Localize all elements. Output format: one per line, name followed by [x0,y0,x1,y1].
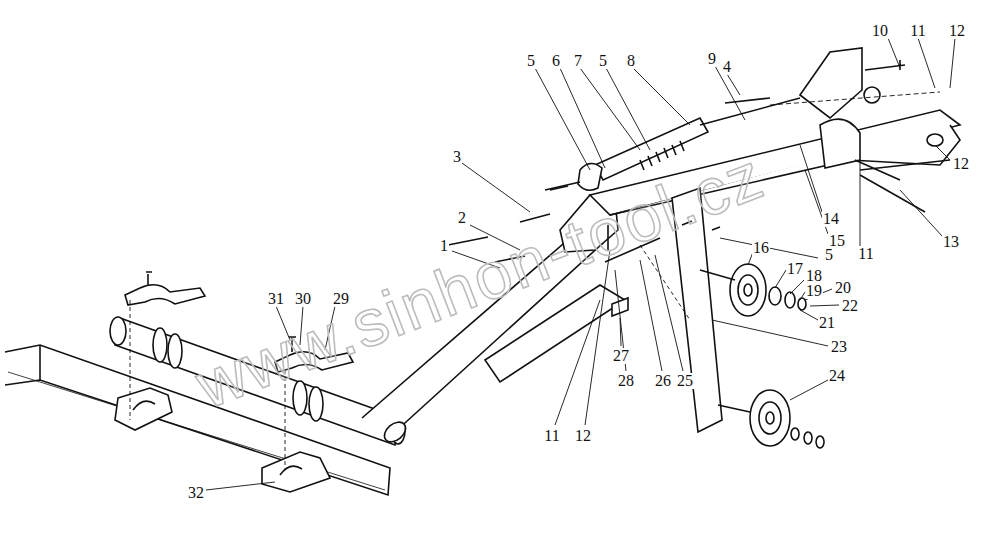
callout-number: 3 [452,149,462,165]
callout-number: 21 [818,315,836,331]
callout-number: 19 [805,283,823,299]
callout-number: 20 [834,280,852,296]
callout-number: 11 [857,246,874,262]
callout-number: 17 [786,261,804,277]
callout-number: 27 [612,348,630,364]
callout-number: 9 [707,51,717,67]
callout-number: 1 [439,238,449,254]
callout-number: 4 [722,59,732,75]
callout-number: 6 [551,53,561,69]
callout-number: 14 [822,211,840,227]
callout-number: 11 [909,23,926,39]
callout-number: 10 [871,23,889,39]
callout-number: 22 [841,298,859,314]
callout-number: 26 [654,373,672,389]
callout-number: 28 [617,373,635,389]
callout-number: 5 [526,53,536,69]
callout-number: 24 [828,368,846,384]
callout-number: 16 [752,240,770,256]
callout-number: 25 [676,373,694,389]
callout-number: 11 [543,428,560,444]
callout-number: 12 [952,156,970,172]
callout-number: 23 [830,339,848,355]
callout-number: 7 [573,53,583,69]
callout-number: 12 [574,428,592,444]
callout-number: 32 [187,485,205,501]
callout-number: 30 [294,291,312,307]
callout-number: 18 [805,268,823,284]
callout-number: 5 [824,247,834,263]
callout-number: 5 [598,53,608,69]
callout-number: 31 [267,291,285,307]
callout-number: 2 [457,210,467,226]
callout-number: 12 [948,23,966,39]
callout-number: 13 [942,234,960,250]
callout-number: 8 [626,53,636,69]
